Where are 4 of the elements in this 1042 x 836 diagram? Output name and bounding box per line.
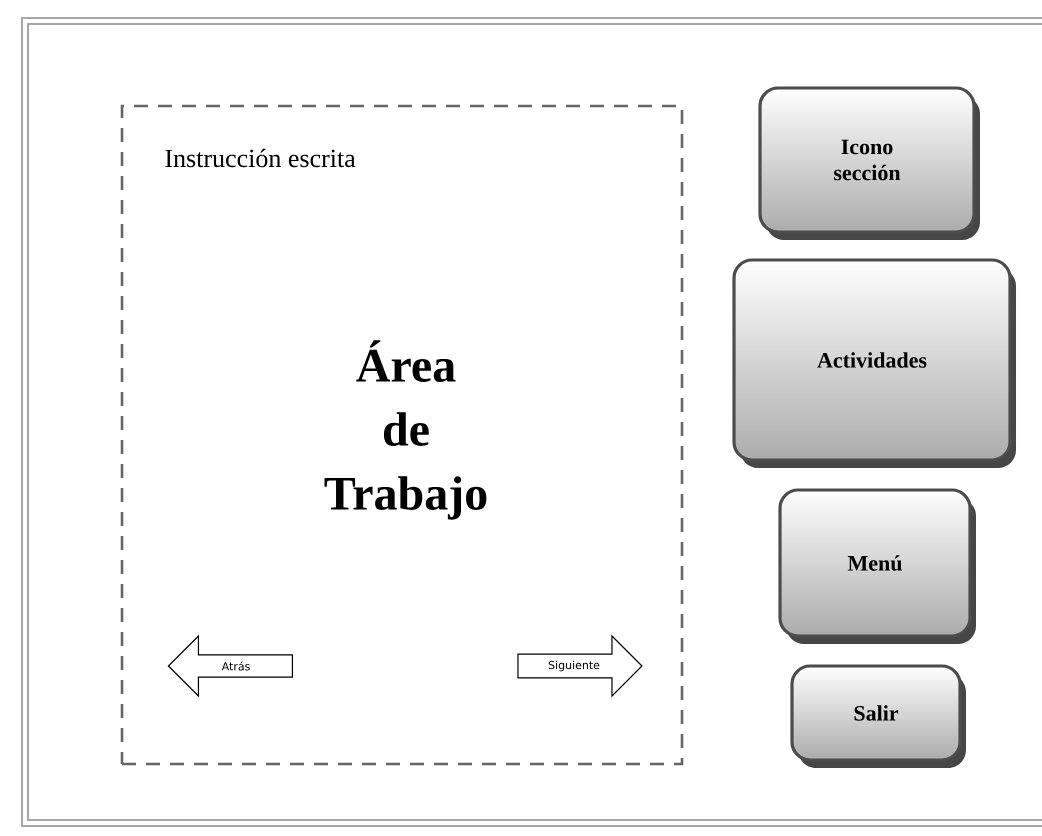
menu-button: Actividades xyxy=(732,258,1016,468)
menu-button: Menú xyxy=(778,488,976,644)
menu-button: Salir xyxy=(790,664,966,768)
menu-button: Icono sección xyxy=(758,86,980,240)
